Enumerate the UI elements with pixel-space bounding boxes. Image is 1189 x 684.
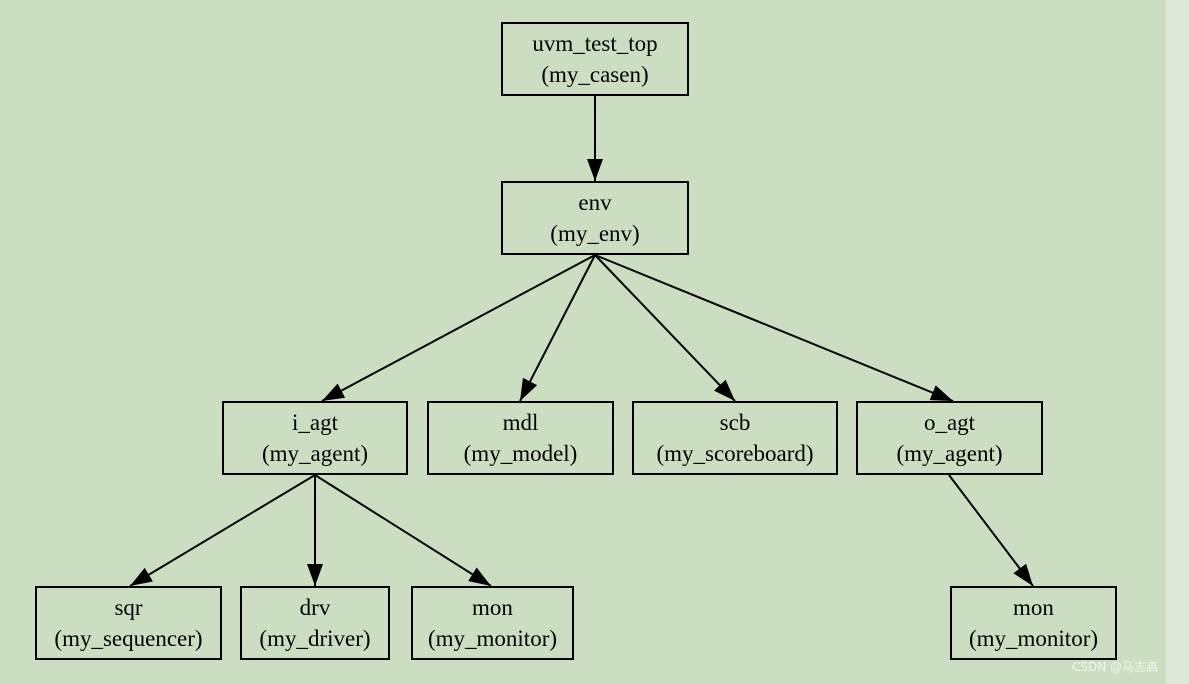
node-name: drv xyxy=(299,595,331,620)
node-name: mdl xyxy=(502,410,539,435)
node-type: (my_driver) xyxy=(259,626,371,651)
node-type: (my_casen) xyxy=(541,62,649,87)
node-sqr: sqr (my_sequencer) xyxy=(35,586,222,660)
node-mon-i-agt: mon (my_monitor) xyxy=(411,586,574,660)
edge-env-to-scb xyxy=(594,254,736,402)
edge-i-agt-to-mon-i xyxy=(314,474,492,587)
node-env: env (my_env) xyxy=(501,181,689,255)
node-drv: drv (my_driver) xyxy=(240,586,390,660)
node-i-agt: i_agt (my_agent) xyxy=(222,401,408,475)
node-name: o_agt xyxy=(923,410,976,435)
node-name: env xyxy=(578,190,612,215)
node-o-agt: o_agt (my_agent) xyxy=(856,401,1043,475)
watermark: CSDN @马志高 xyxy=(1072,660,1159,674)
node-type: (my_scoreboard) xyxy=(656,441,814,466)
node-type: (my_agent) xyxy=(261,441,368,466)
edge-env-to-mdl xyxy=(519,254,596,402)
node-name: i_agt xyxy=(292,410,338,435)
node-name: uvm_test_top xyxy=(532,31,658,56)
right-edge-strip xyxy=(1166,0,1189,684)
node-name: mon xyxy=(472,595,513,620)
edge-i-agt-to-sqr xyxy=(129,474,316,587)
edge-env-to-o-agt xyxy=(594,254,954,402)
node-name: sqr xyxy=(114,595,143,620)
node-type: (my_monitor) xyxy=(968,626,1099,651)
node-type: (my_agent) xyxy=(896,441,1003,466)
node-type: (my_monitor) xyxy=(427,626,558,651)
edge-env-to-i-agt xyxy=(321,254,596,402)
node-uvm-test-top: uvm_test_top (my_casen) xyxy=(501,22,689,96)
edge-o-agt-to-mon-o xyxy=(948,474,1034,587)
node-scb: scb (my_scoreboard) xyxy=(632,401,838,475)
node-name: scb xyxy=(719,410,751,435)
node-type: (my_env) xyxy=(550,221,640,246)
node-type: (my_model) xyxy=(463,441,578,466)
node-mdl: mdl (my_model) xyxy=(427,401,614,475)
node-type: (my_sequencer) xyxy=(54,626,203,651)
node-name: mon xyxy=(1013,595,1054,620)
node-mon-o-agt: mon (my_monitor) xyxy=(950,586,1117,660)
